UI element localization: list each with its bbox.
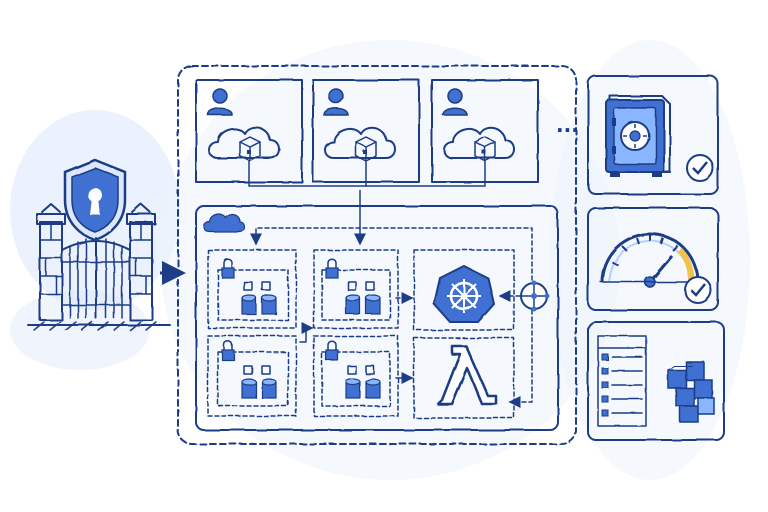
container-orchestration <box>413 249 515 331</box>
secure-gateway <box>27 158 171 331</box>
platform-boundary <box>177 65 577 445</box>
lock-icon <box>221 340 235 361</box>
database-icon <box>345 378 381 399</box>
more-tenants-indicator: ... <box>556 113 579 137</box>
cloud-region <box>195 205 559 431</box>
vault-card <box>587 75 719 195</box>
tenant-connectors <box>248 160 486 246</box>
internal-routing <box>250 227 533 408</box>
data-cell-4 <box>313 335 399 417</box>
shield-lock-icon <box>63 158 127 242</box>
cloud-icon <box>208 126 280 159</box>
package-icon <box>474 136 496 162</box>
serverless-function <box>413 337 515 419</box>
compliance-card <box>587 321 725 441</box>
package-icon <box>239 136 261 162</box>
performance-card <box>587 207 719 311</box>
data-cell-1 <box>207 249 297 329</box>
package-icon <box>355 136 377 162</box>
gauge-icon <box>600 232 700 288</box>
network-hub-icon <box>520 280 550 312</box>
lock-icon <box>325 258 339 279</box>
lock-icon <box>325 340 339 361</box>
lambda-icon <box>436 344 498 406</box>
database-icon <box>241 378 277 399</box>
database-icon <box>241 294 277 315</box>
checklist-icon <box>597 335 647 427</box>
blocks-icon <box>667 361 715 423</box>
cloud-icon <box>443 126 515 159</box>
user-icon <box>323 88 349 116</box>
vault-icon <box>605 95 671 177</box>
cloud-icon <box>203 213 246 233</box>
data-cell-3 <box>313 249 399 329</box>
gate-icon <box>27 203 171 331</box>
cloud-icon <box>324 126 396 159</box>
database-icon <box>345 294 381 315</box>
check-icon <box>686 154 714 182</box>
user-icon <box>442 88 468 116</box>
kubernetes-icon <box>432 264 496 323</box>
data-cell-2 <box>207 335 297 417</box>
lock-icon <box>221 258 235 279</box>
check-icon <box>684 276 712 304</box>
tenant-workspace-3 <box>431 79 539 183</box>
user-icon <box>207 88 233 116</box>
